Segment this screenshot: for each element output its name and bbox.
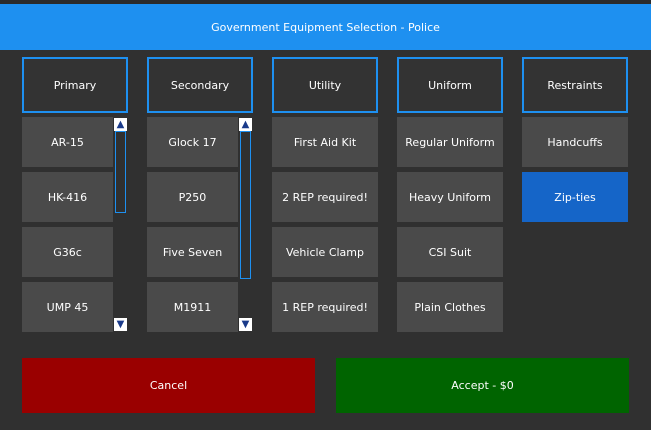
item-label: AR-15 [51,135,84,149]
cancel-label: Cancel [149,379,188,392]
arrow-up-icon: ▲ [116,118,125,130]
column-header-label: Primary [53,78,97,92]
item-label: CSI Suit [428,245,472,259]
column-header-secondary: Secondary [147,57,253,113]
utility-item-first-aid-kit[interactable]: First Aid Kit [272,117,378,167]
item-label: Heavy Uniform [408,190,492,204]
arrow-down-icon: ▼ [116,318,125,330]
uniform-item-plain-clothes[interactable]: Plain Clothes [397,282,503,332]
restraints-item-handcuffs[interactable]: Handcuffs [522,117,628,167]
accept-button[interactable]: Accept - $0 [336,358,629,413]
item-label: HK-416 [47,190,88,204]
uniform-item-csi-suit[interactable]: CSI Suit [397,227,503,277]
primary-item-ar15[interactable]: AR-15 [22,117,113,167]
primary-item-g36c[interactable]: G36c [22,227,113,277]
item-label: Vehicle Clamp [285,245,364,259]
column-header-label: Secondary [170,78,230,92]
column-header-primary: Primary [22,57,128,113]
column-header-label: Utility [308,78,342,92]
window-top-border [0,0,651,4]
item-label: 1 REP required! [282,300,368,314]
arrow-up-icon: ▲ [241,118,250,130]
secondary-scrollbar[interactable]: ▲ ▼ [239,118,252,331]
primary-item-hk416[interactable]: HK-416 [22,172,113,222]
secondary-item-p250[interactable]: P250 [147,172,238,222]
item-label: UMP 45 [46,300,89,314]
restraints-item-zip-ties[interactable]: Zip-ties [522,172,628,222]
secondary-item-five-seven[interactable]: Five Seven [147,227,238,277]
item-label: Regular Uniform [405,135,495,149]
scrollbar-thumb[interactable] [240,131,251,279]
scrollbar-thumb[interactable] [115,131,126,213]
item-label: M1911 [173,300,212,314]
scroll-down-button[interactable]: ▼ [239,318,252,331]
utility-item-rep-required-1[interactable]: 1 REP required! [272,282,378,332]
column-header-label: Uniform [428,78,472,92]
primary-scrollbar[interactable]: ▲ ▼ [114,118,127,331]
item-label: G36c [53,245,82,259]
scroll-up-button[interactable]: ▲ [114,118,127,131]
item-label: P250 [178,190,207,204]
scroll-up-button[interactable]: ▲ [239,118,252,131]
uniform-item-regular[interactable]: Regular Uniform [397,117,503,167]
utility-item-vehicle-clamp[interactable]: Vehicle Clamp [272,227,378,277]
secondary-item-glock17[interactable]: Glock 17 [147,117,238,167]
cancel-button[interactable]: Cancel [22,358,315,413]
secondary-item-m1911[interactable]: M1911 [147,282,238,332]
item-label: First Aid Kit [293,135,357,149]
item-label: Five Seven [162,245,223,259]
column-header-restraints: Restraints [522,57,628,113]
item-label: Plain Clothes [414,300,486,314]
accept-label: Accept - $0 [451,379,514,392]
column-header-label: Restraints [547,78,603,92]
item-label: Zip-ties [554,190,596,204]
item-label: Handcuffs [547,135,603,149]
title-bar: Government Equipment Selection - Police [0,4,651,50]
item-label: Glock 17 [168,135,217,149]
window-title: Government Equipment Selection - Police [211,20,440,34]
column-header-utility: Utility [272,57,378,113]
utility-item-rep-required-2[interactable]: 2 REP required! [272,172,378,222]
arrow-down-icon: ▼ [241,318,250,330]
uniform-item-heavy[interactable]: Heavy Uniform [397,172,503,222]
item-label: 2 REP required! [282,190,368,204]
column-header-uniform: Uniform [397,57,503,113]
scroll-down-button[interactable]: ▼ [114,318,127,331]
primary-item-ump45[interactable]: UMP 45 [22,282,113,332]
